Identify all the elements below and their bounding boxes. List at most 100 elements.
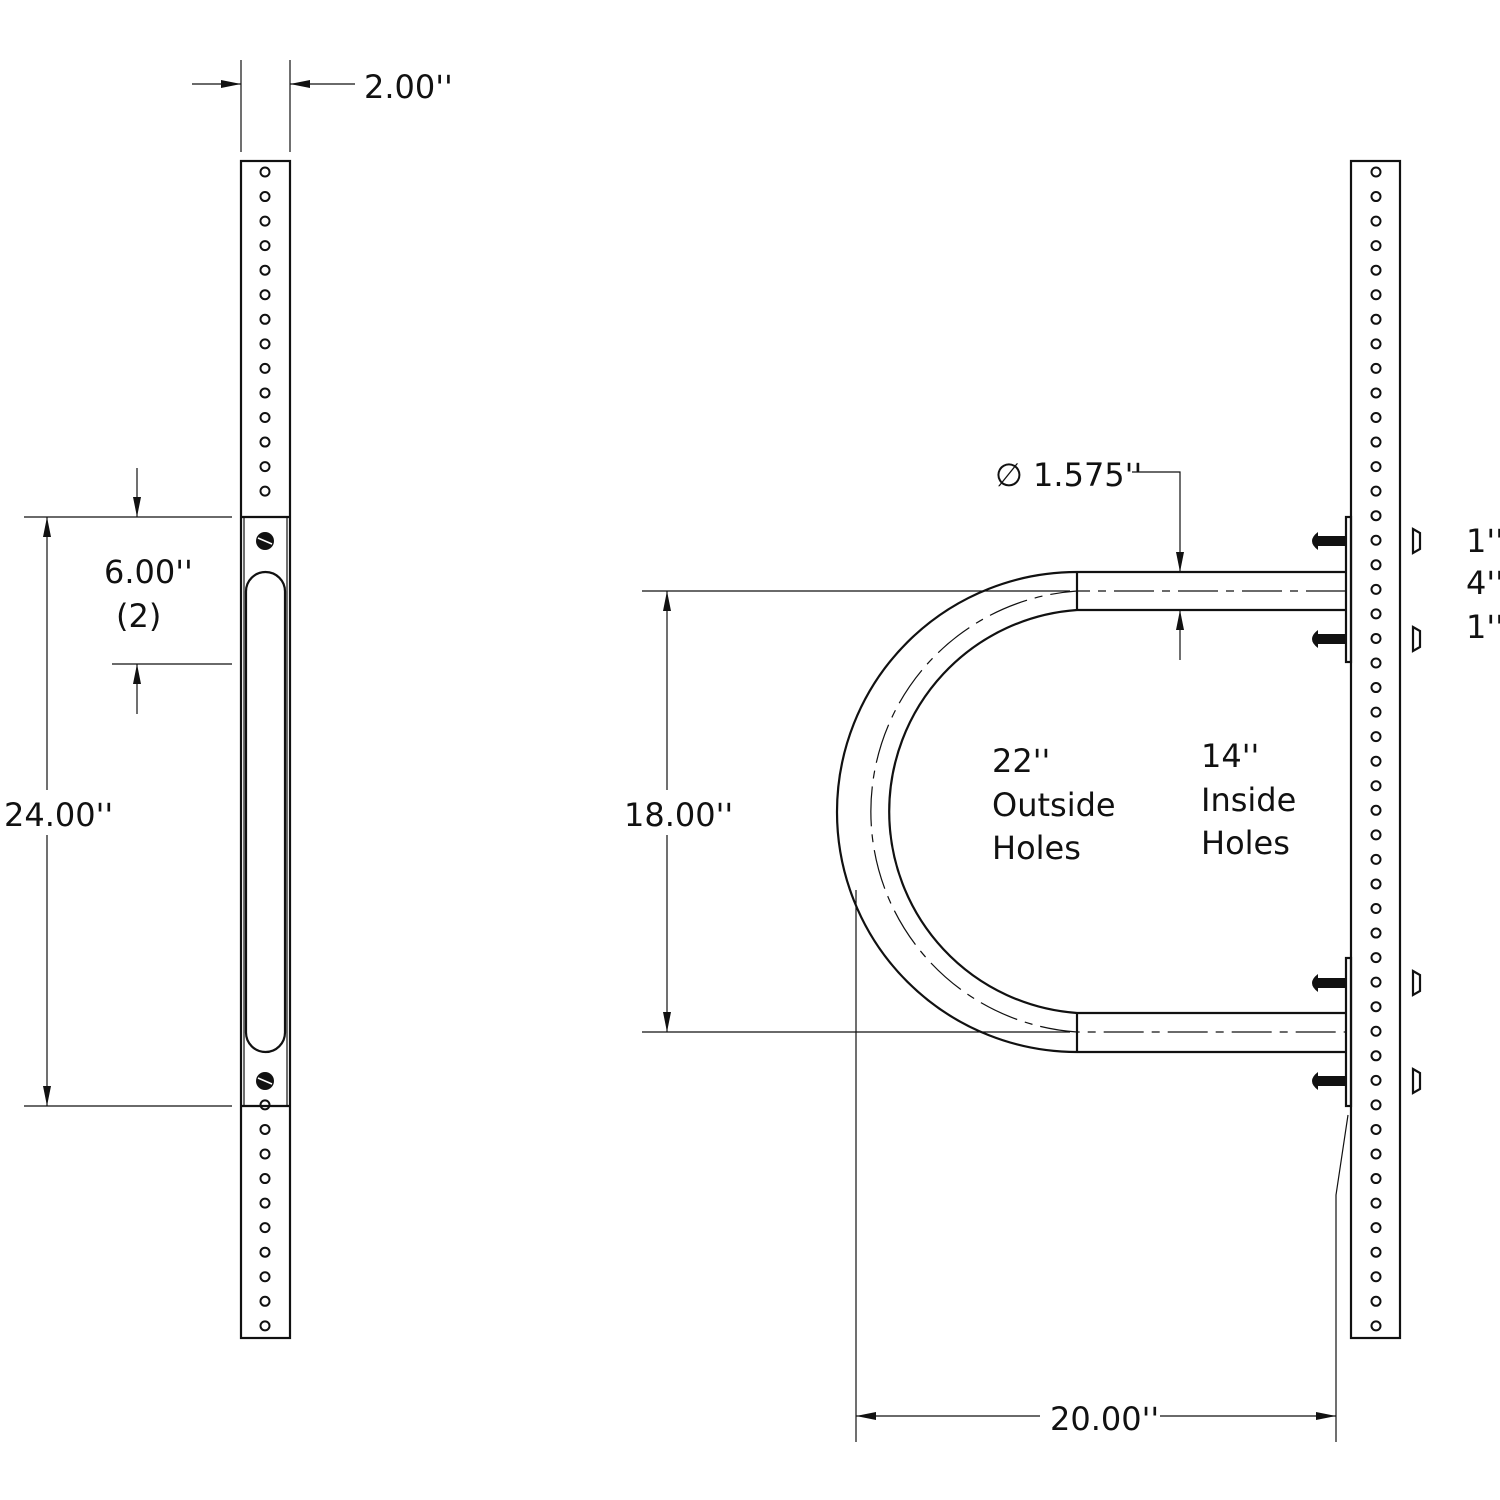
bolt-icon xyxy=(1318,978,1346,988)
hole xyxy=(1370,1222,1382,1234)
hole xyxy=(259,191,271,203)
dim-label: 18.00'' xyxy=(624,796,733,834)
dim-label: 2.00'' xyxy=(364,68,453,106)
dim-post-width: 2.00'' xyxy=(192,60,453,152)
hole xyxy=(1370,166,1382,178)
hole xyxy=(259,264,271,276)
bolt-head-icon xyxy=(1312,1072,1318,1090)
hole xyxy=(1370,510,1382,522)
note-text: Inside xyxy=(1201,781,1296,819)
hole xyxy=(259,338,271,350)
hole xyxy=(1370,338,1382,350)
dim-label: 1'' xyxy=(1466,608,1500,646)
hole xyxy=(259,412,271,423)
hole xyxy=(259,289,271,301)
bolt-icon xyxy=(1318,536,1346,546)
hole xyxy=(1370,1148,1382,1160)
hole xyxy=(1370,485,1382,497)
hole xyxy=(1370,1050,1382,1062)
hole xyxy=(1370,632,1382,644)
hole xyxy=(1370,927,1382,939)
hole xyxy=(1370,362,1382,374)
hole xyxy=(259,1123,271,1135)
hole xyxy=(1370,731,1382,743)
hole xyxy=(1370,1074,1382,1086)
hole xyxy=(259,436,271,448)
hole xyxy=(1370,264,1382,276)
note-text: Holes xyxy=(1201,824,1290,862)
note-text: 14'' xyxy=(1201,737,1259,775)
hole xyxy=(259,485,271,497)
nut-icon xyxy=(1411,527,1422,555)
hole xyxy=(1370,289,1382,301)
dim-label: 6.00'' xyxy=(104,553,193,591)
hole xyxy=(259,1173,271,1185)
slot xyxy=(244,570,287,1054)
bolt-icon xyxy=(1318,1076,1346,1086)
hole xyxy=(259,1197,271,1209)
hole xyxy=(1370,559,1382,571)
hole xyxy=(1370,952,1382,964)
dim-label: 20.00'' xyxy=(1050,1400,1159,1438)
right-post xyxy=(1312,159,1422,1340)
bolt-head-icon xyxy=(1312,630,1318,648)
dim-depth: 20.00'' xyxy=(855,890,1349,1442)
left-post xyxy=(239,159,292,1340)
hole xyxy=(1370,903,1382,914)
hole xyxy=(1370,436,1382,448)
screw-icon xyxy=(256,1072,274,1090)
u-tube xyxy=(835,570,1346,1054)
hole xyxy=(259,1271,271,1283)
hole xyxy=(1370,583,1382,595)
hole xyxy=(259,1246,271,1258)
hole xyxy=(259,1295,271,1307)
hole xyxy=(1370,682,1382,694)
note-inside-holes: 14'' Inside Holes xyxy=(1201,737,1296,862)
hole xyxy=(1370,1173,1382,1185)
hole xyxy=(1370,1099,1382,1111)
nut-icon xyxy=(1411,969,1422,997)
nut-icon xyxy=(1411,625,1422,653)
hole xyxy=(1370,878,1382,890)
hole-spacing-labels: 1'' 4'' 1'' xyxy=(1466,522,1500,646)
bolt-icon xyxy=(1318,634,1346,644)
note-text: 22'' xyxy=(992,742,1050,780)
bolt-head-icon xyxy=(1312,532,1318,550)
hole xyxy=(1370,240,1382,252)
hole xyxy=(1370,608,1382,620)
note-text: Holes xyxy=(992,829,1081,867)
hole xyxy=(1370,1123,1382,1135)
dim-tube-spacing: 18.00'' xyxy=(624,590,1070,1033)
hole xyxy=(1370,191,1382,203)
nut-icon xyxy=(1411,1067,1422,1095)
note-outside-holes: 22'' Outside Holes xyxy=(992,742,1116,867)
hole xyxy=(1370,1025,1382,1037)
dim-label: 1'' xyxy=(1466,522,1500,560)
hole xyxy=(1370,412,1382,423)
hole xyxy=(1370,755,1382,767)
hole xyxy=(259,240,271,252)
hole xyxy=(1370,215,1382,227)
hole xyxy=(1370,1271,1382,1283)
hole xyxy=(1370,1320,1382,1332)
hole xyxy=(259,362,271,374)
hole xyxy=(1370,461,1382,473)
dim-label: (2) xyxy=(116,597,161,635)
hole xyxy=(1370,804,1382,816)
dim-bracket-height: 24.00'' xyxy=(4,516,232,1107)
right-post-holes xyxy=(1370,166,1382,1332)
hole xyxy=(1370,706,1382,718)
dim-label: 24.00'' xyxy=(4,796,113,834)
dim-plate-height: 6.00'' (2) xyxy=(104,468,232,714)
hole xyxy=(1370,313,1382,325)
note-text: Outside xyxy=(992,786,1116,824)
hole xyxy=(1370,780,1382,792)
dim-label: 4'' xyxy=(1466,564,1500,602)
hole xyxy=(259,461,271,473)
hole xyxy=(1370,829,1382,841)
hole xyxy=(259,1099,271,1111)
screw-icon xyxy=(256,532,274,550)
hole xyxy=(1370,1001,1382,1013)
hole xyxy=(1370,1197,1382,1209)
hole xyxy=(1370,534,1382,546)
